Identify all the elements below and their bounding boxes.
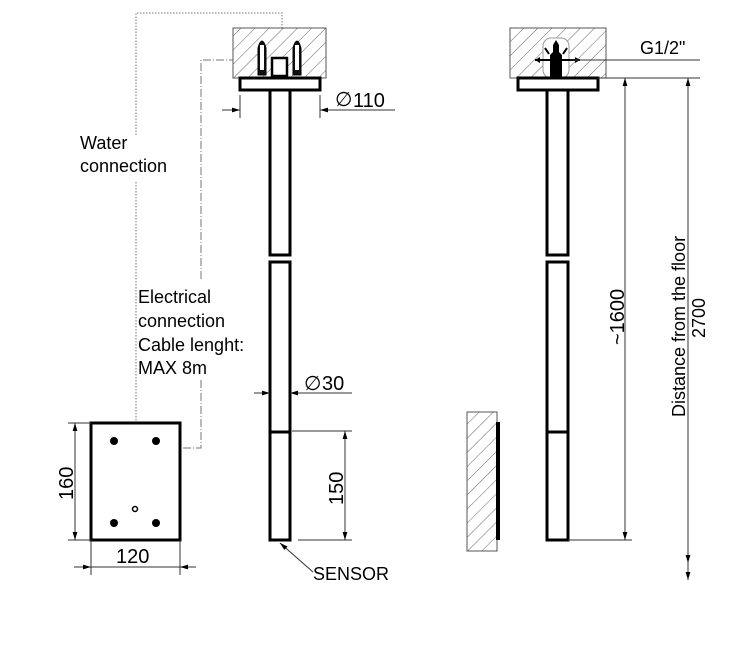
electrical-connection-line <box>200 59 250 280</box>
ceiling-plate-side <box>516 76 600 92</box>
valve-right <box>292 40 302 76</box>
dim-box-width: 120 <box>116 546 149 568</box>
front-view: ∅ 110 ∅ 30 150 SENSOR Water connection E… <box>56 12 395 584</box>
control-box-side <box>466 411 498 552</box>
dim-tube-diameter: 30 <box>322 373 344 395</box>
sensor-leader <box>279 542 314 573</box>
thread-label: G1/2" <box>640 38 685 58</box>
tube-sensor-side <box>545 430 570 542</box>
control-box-side-face <box>496 422 500 540</box>
distance-floor-value: 2700 <box>689 298 709 338</box>
dim-sensor-length: 150 <box>326 472 348 505</box>
electrical-connection-line-lower <box>180 380 202 449</box>
tube-middle-side <box>545 260 570 434</box>
dim-approx-length: ~1600 <box>607 289 629 345</box>
diameter-symbol-110: ∅ <box>335 89 352 111</box>
control-box <box>89 421 182 542</box>
box-screw <box>110 437 118 445</box>
valve-left <box>257 40 267 76</box>
diameter-symbol-30: ∅ <box>304 373 321 395</box>
sensor-label: SENSOR <box>313 564 389 584</box>
dim-box-height: 160 <box>56 467 78 500</box>
box-led <box>131 505 139 513</box>
electrical-connection-label: Electrical connection Cable lenght: MAX … <box>138 287 249 378</box>
tube-sensor <box>268 430 292 542</box>
tube-upper <box>268 88 292 257</box>
dim-plate-diameter: 110 <box>353 90 385 112</box>
tube-upper-side <box>545 88 570 257</box>
side-view: G1/2" ~1600 Distance from the floor 2700 <box>466 27 709 580</box>
distance-floor-label: Distance from the floor <box>669 236 689 417</box>
box-screw <box>110 519 118 527</box>
connector-block <box>270 56 289 78</box>
water-connection-label: Water connection <box>80 133 167 176</box>
box-screw <box>152 437 160 445</box>
tube-middle <box>268 260 292 434</box>
water-connection-line <box>135 12 283 135</box>
box-screw <box>152 519 160 527</box>
ceiling-plate <box>238 76 322 92</box>
